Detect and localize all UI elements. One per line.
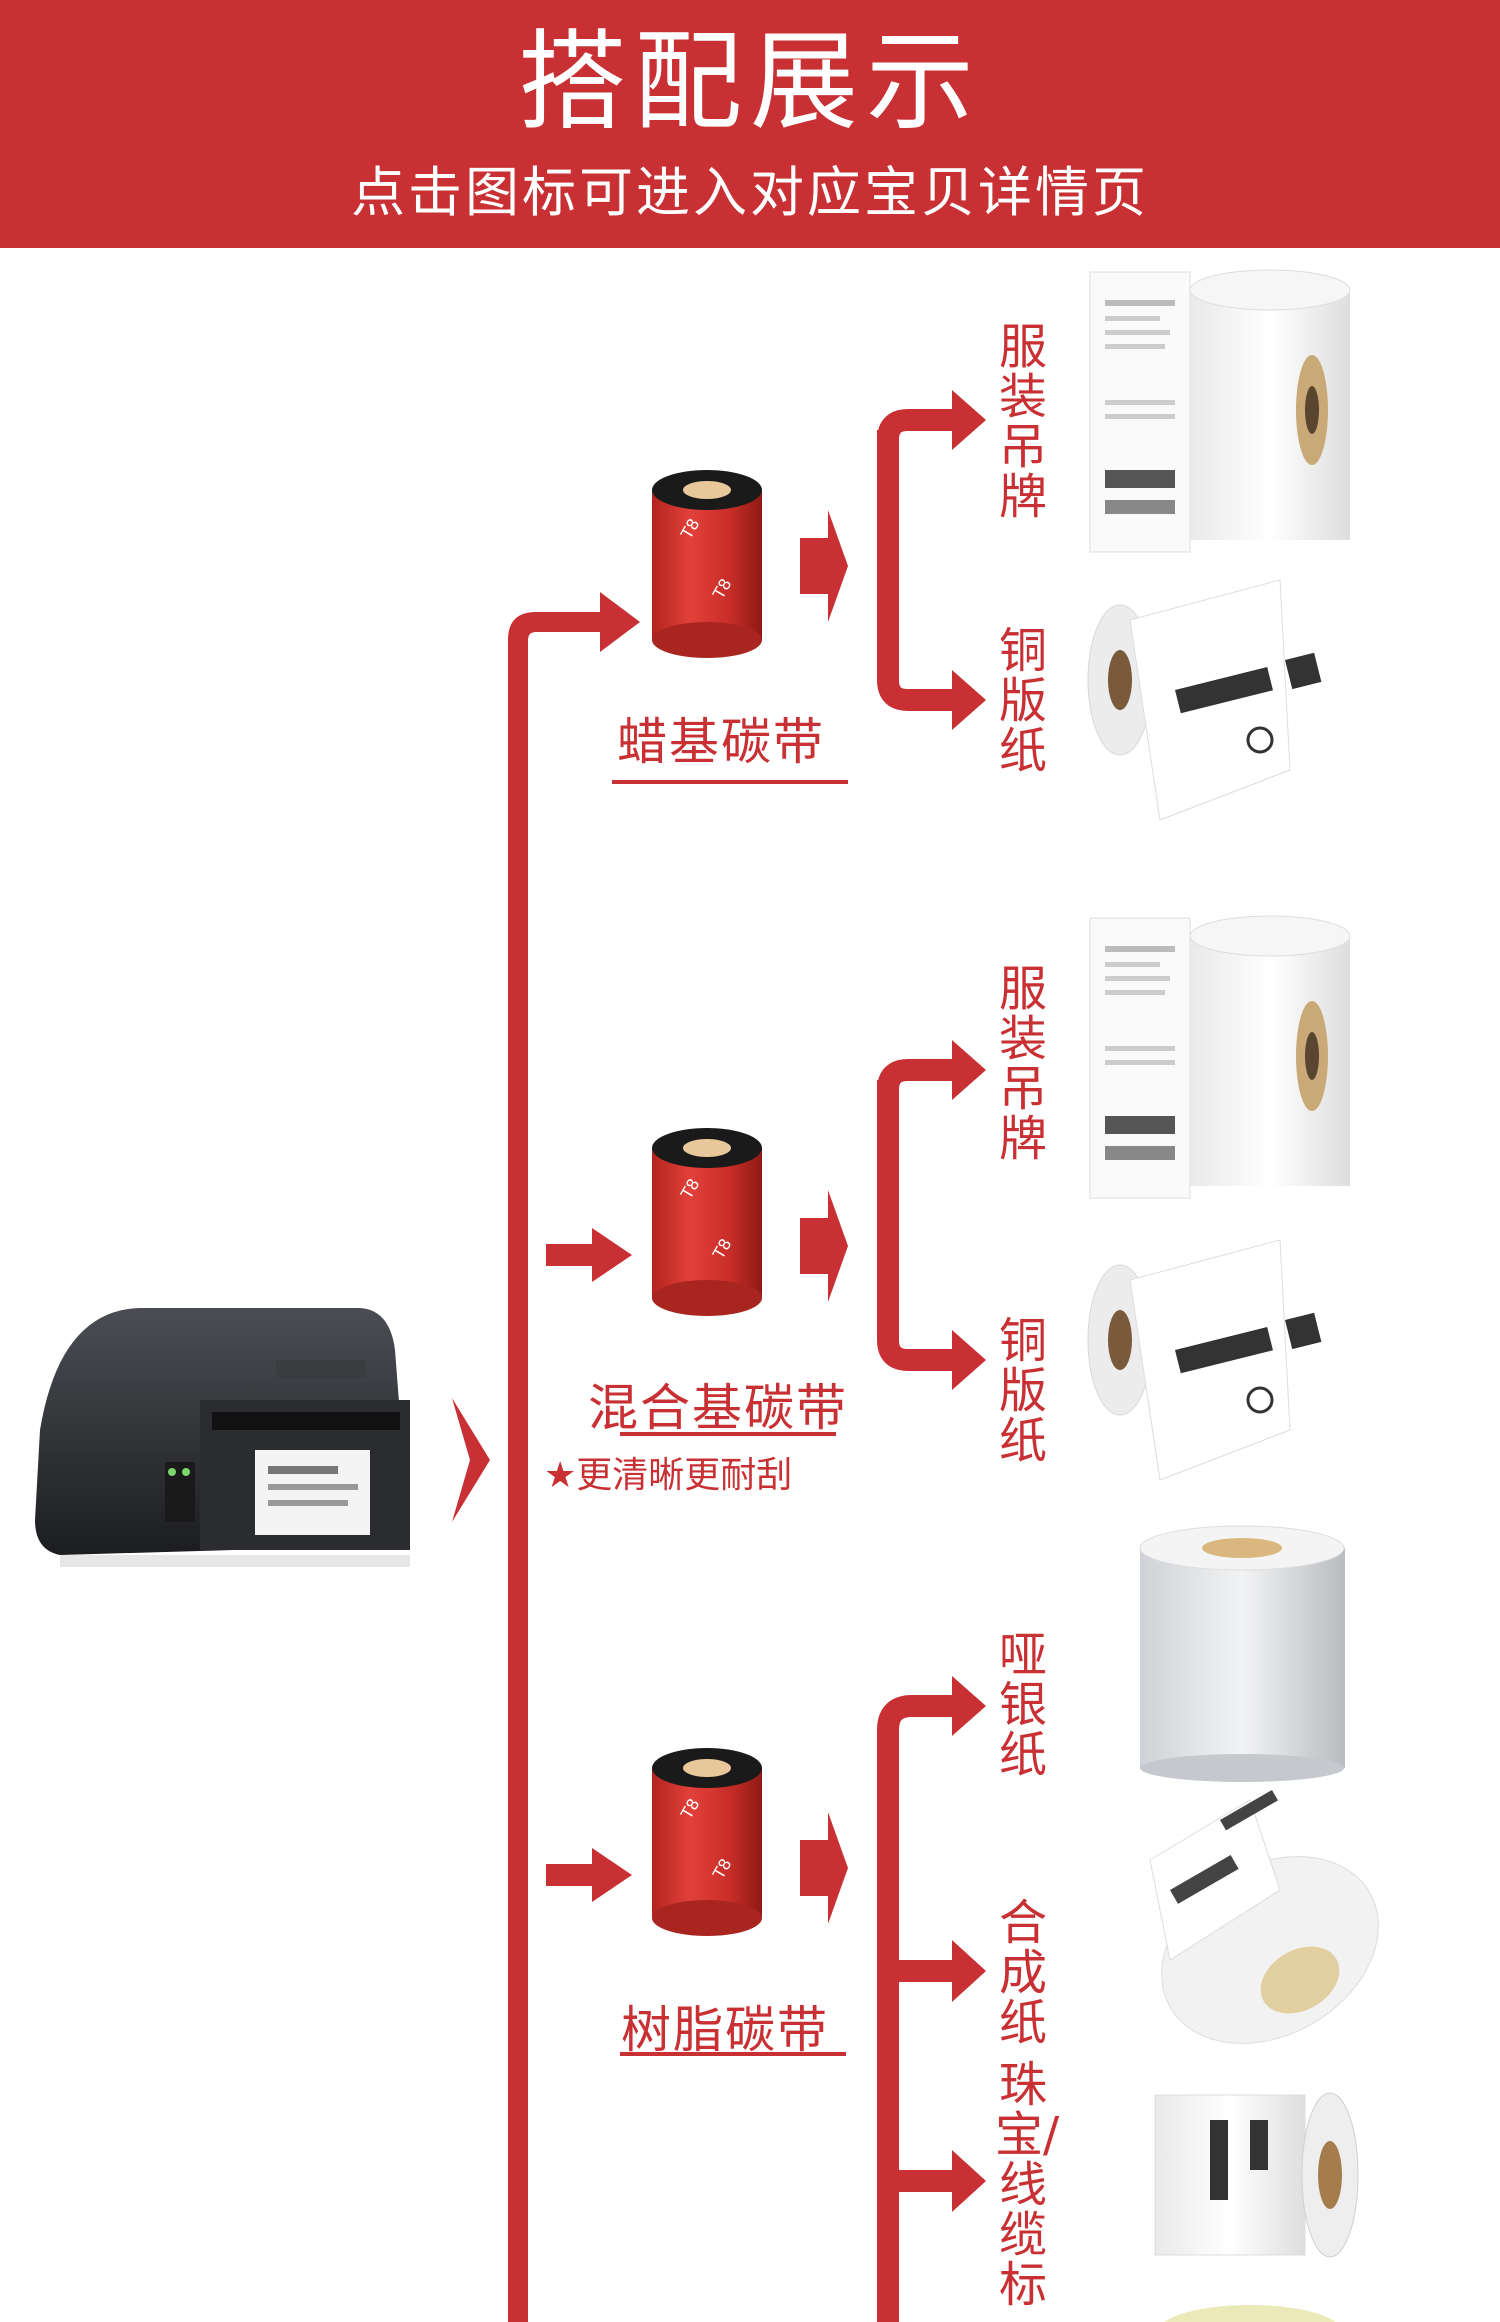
branch-mixed: [877, 1040, 986, 1390]
silver-roll: [1139, 1525, 1345, 1782]
page-title: 搭配展示: [517, 20, 982, 145]
ribbon-out-arrow-wax: [800, 510, 848, 622]
tag-roll-wax: [1089, 269, 1351, 553]
coated-roll-mixed: [1087, 1239, 1322, 1481]
underline-wax: [612, 780, 848, 784]
coated-roll-wax: [1087, 579, 1322, 821]
jewelry-roll: [1154, 2092, 1359, 2258]
paper-label-wax-coated[interactable]: 铜版纸: [998, 623, 1047, 779]
ribbon-out-arrow-resin: [800, 1812, 848, 1924]
branch-wax: [877, 390, 986, 730]
paper-label-resin-silver[interactable]: 哑银纸: [998, 1627, 1047, 1783]
tag-roll-mixed: [1089, 915, 1351, 1199]
ribbon-feature-mixed: ★更清晰更耐刮: [544, 1455, 793, 1496]
paper-label-resin-synthetic[interactable]: 合成纸: [998, 1895, 1047, 2051]
ribbon-roll-wax: T8 T8: [652, 470, 762, 658]
paper-label-resin-jewelry[interactable]: 珠宝/线缆标: [995, 2057, 1060, 2313]
paper-label-mixed-coated[interactable]: 铜版纸: [998, 1313, 1047, 1469]
underline-resin: [620, 2052, 846, 2056]
ribbon-roll-mixed: T8 T8: [652, 1128, 762, 1316]
synthetic-roll: [1149, 1790, 1379, 2044]
ribbon-roll-resin: T8 T8: [652, 1748, 762, 1936]
paper-label-wax-tag[interactable]: 服装吊牌: [998, 319, 1047, 525]
paper-label-mixed-tag[interactable]: 服装吊牌: [998, 961, 1047, 1167]
trunk-arrow-mixed: [546, 1228, 632, 1282]
ribbon-label-wax[interactable]: 蜡基碳带: [617, 713, 825, 771]
printer-image: [35, 1308, 410, 1567]
flow-diagram: T8 T8 T8 T8 T8 T8: [35, 269, 1379, 2322]
underline-mixed: [620, 1432, 836, 1436]
branch-resin: [877, 1676, 986, 2322]
header-banner: 搭配展示 点击图标可进入对应宝贝详情页: [0, 0, 1500, 248]
page-subtitle: 点击图标可进入对应宝贝详情页: [351, 161, 1149, 224]
main-trunk-arrow: [508, 592, 640, 2322]
trunk-arrow-resin: [546, 1848, 632, 1902]
partial-roll-bottom: [1164, 2305, 1336, 2322]
ribbon-label-resin[interactable]: 树脂碳带: [621, 2001, 829, 2059]
ribbon-label-mixed[interactable]: 混合基碳带: [588, 1379, 848, 1437]
ribbon-out-arrow-mixed: [800, 1190, 848, 1302]
printer-arrow: [452, 1398, 490, 1522]
